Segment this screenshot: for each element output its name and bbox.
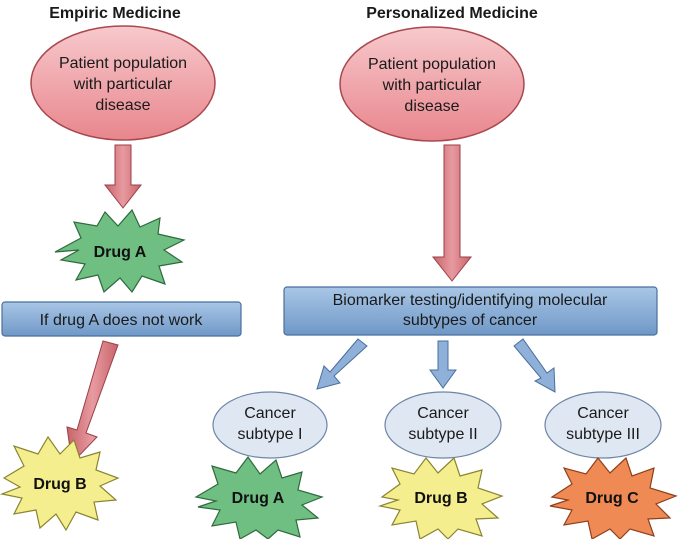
biomarker-testing-box: Biomarker testing/identifying molecular …	[283, 286, 658, 336]
arrow-to-subtype-3	[513, 338, 556, 393]
subtype-3-ellipse: Cancer subtype III	[544, 391, 662, 459]
subtype-2-ellipse: Cancer subtype II	[384, 391, 502, 459]
empiric-arrow-to-drug-b	[66, 340, 119, 465]
personalized-population-line-2: with particular	[382, 77, 482, 94]
subtype-2-drug-b-starburst: Drug B	[377, 456, 504, 539]
empiric-arrow-to-drug-a	[103, 144, 143, 209]
arrow-to-subtype-2	[429, 340, 457, 389]
personalized-arrow-to-biomarker	[431, 144, 473, 282]
empiric-drug-b-starburst: Drug B	[0, 435, 120, 532]
personalized-population-line-1: Patient population	[368, 56, 496, 73]
empiric-population-line-2: with particular	[73, 76, 173, 93]
empiric-drug-a-label: Drug A	[94, 244, 147, 261]
empiric-population-line-1: Patient population	[59, 55, 187, 72]
empiric-fallback-box: If drug A does not work	[1, 301, 242, 337]
personalized-title: Personalized Medicine	[366, 5, 538, 22]
subtype-1-line-2: subtype I	[238, 426, 303, 443]
empiric-drug-b-label: Drug B	[33, 476, 86, 493]
arrow-to-subtype-1	[316, 338, 368, 390]
empiric-drug-a-starburst: Drug A	[54, 208, 186, 294]
empiric-population-line-3: disease	[95, 97, 150, 114]
subtype-3-line-2: subtype III	[566, 426, 640, 443]
biomarker-line-1: Biomarker testing/identifying molecular	[333, 292, 608, 309]
subtype-3-drug-label: Drug C	[585, 490, 639, 507]
subtype-3-drug-c-starburst: Drug C	[549, 456, 678, 539]
subtype-2-drug-label: Drug B	[414, 490, 467, 507]
subtype-2-line-1: Cancer	[417, 405, 469, 422]
subtype-1-drug-a-starburst: Drug A	[194, 455, 324, 539]
empiric-fallback-label: If drug A does not work	[40, 312, 204, 329]
empiric-title: Empiric Medicine	[49, 5, 181, 22]
subtype-3-line-1: Cancer	[577, 405, 629, 422]
empiric-population-ellipse: Patient population with particular disea…	[30, 25, 216, 141]
subtype-1-drug-label: Drug A	[232, 490, 285, 507]
subtype-1-ellipse: Cancer subtype I	[212, 391, 328, 459]
personalized-population-ellipse: Patient population with particular disea…	[339, 26, 525, 142]
subtype-1-line-1: Cancer	[244, 405, 296, 422]
personalized-population-line-3: disease	[404, 98, 459, 115]
biomarker-line-2: subtypes of cancer	[403, 312, 538, 329]
subtype-2-line-2: subtype II	[408, 426, 477, 443]
